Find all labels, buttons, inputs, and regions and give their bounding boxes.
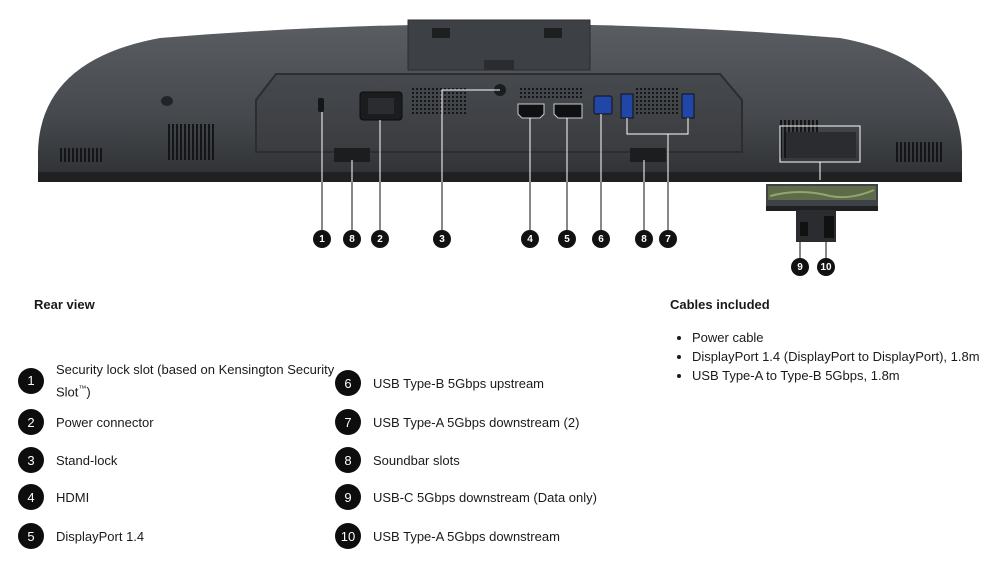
legend-label: USB Type-B 5Gbps upstream bbox=[373, 375, 545, 391]
legend-number: 2 bbox=[18, 409, 44, 435]
legend-item-8: 8 Soundbar slots bbox=[335, 447, 460, 473]
legend-number: 8 bbox=[335, 447, 361, 473]
marker-9: 9 bbox=[791, 258, 809, 276]
side-usb-a-port bbox=[824, 216, 834, 238]
bottom-edge bbox=[38, 172, 962, 182]
legend-label: Power connector bbox=[56, 414, 154, 430]
legend-label: Soundbar slots bbox=[373, 452, 460, 468]
soundbar-slot-right bbox=[630, 148, 666, 162]
side-usb-cover bbox=[786, 132, 856, 158]
legend-item-1: 1 Security lock slot (based on Kensingto… bbox=[18, 360, 334, 401]
legend-number: 10 bbox=[335, 523, 361, 549]
legend-label: USB Type-A 5Gbps downstream (2) bbox=[373, 414, 580, 430]
marker-3: 3 bbox=[433, 230, 451, 248]
marker-2: 2 bbox=[371, 230, 389, 248]
monitor-illustration bbox=[38, 19, 962, 260]
legend-item-9: 9 USB-C 5Gbps downstream (Data only) bbox=[335, 484, 597, 510]
displayport-port bbox=[553, 103, 583, 119]
legend-item-3: 3 Stand-lock bbox=[18, 447, 117, 473]
legend-number: 5 bbox=[18, 523, 44, 549]
marker-5: 5 bbox=[558, 230, 576, 248]
legend-number: 7 bbox=[335, 409, 361, 435]
legend-item-5: 5 DisplayPort 1.4 bbox=[18, 523, 144, 549]
usb-a-port-2 bbox=[681, 93, 695, 119]
legend-label: USB-C 5Gbps downstream (Data only) bbox=[373, 489, 597, 505]
marker-8-left: 8 bbox=[343, 230, 361, 248]
cable-item: DisplayPort 1.4 (DisplayPort to DisplayP… bbox=[692, 347, 980, 366]
vent-left-outer bbox=[58, 148, 102, 162]
legend-label: Security lock slot (based on Kensington … bbox=[56, 362, 335, 400]
marker-1: 1 bbox=[313, 230, 331, 248]
cables-title: Cables included bbox=[670, 297, 770, 312]
legend-number: 9 bbox=[335, 484, 361, 510]
legend-label: DisplayPort 1.4 bbox=[56, 528, 145, 544]
legend-label: HDMI bbox=[56, 489, 90, 505]
legend-number: 4 bbox=[18, 484, 44, 510]
cable-item: USB Type-A to Type-B 5Gbps, 1.8m bbox=[692, 366, 980, 385]
side-port-inset bbox=[766, 184, 878, 242]
legend-number: 1 bbox=[18, 367, 44, 394]
cable-item: Power cable bbox=[692, 328, 980, 347]
soundbar-slot-left bbox=[334, 148, 370, 162]
legend-item-4: 4 HDMI bbox=[18, 484, 89, 510]
legend-number: 3 bbox=[18, 447, 44, 473]
side-usb-c-port bbox=[800, 222, 808, 236]
usb-b-port bbox=[593, 95, 613, 115]
usb-a-port-1 bbox=[620, 93, 634, 119]
legend-number: 6 bbox=[335, 370, 361, 396]
monitor-rear-diagram: 1 8 2 3 4 5 6 8 7 9 10 bbox=[38, 19, 962, 276]
legend-item-10: 10 USB Type-A 5Gbps downstream bbox=[335, 523, 560, 549]
hdmi-port bbox=[517, 103, 545, 119]
legend-label: Stand-lock bbox=[56, 452, 118, 468]
legend-item-6: 6 USB Type-B 5Gbps upstream bbox=[335, 370, 544, 396]
vent-left-inner bbox=[166, 124, 214, 160]
marker-6: 6 bbox=[592, 230, 610, 248]
joystick bbox=[161, 96, 173, 106]
marker-7: 7 bbox=[659, 230, 677, 248]
vent-right-outer bbox=[896, 142, 942, 162]
marker-4: 4 bbox=[521, 230, 539, 248]
legend-label: USB Type-A 5Gbps downstream bbox=[373, 528, 560, 544]
legend-item-2: 2 Power connector bbox=[18, 409, 154, 435]
rear-view-title: Rear view bbox=[34, 297, 95, 312]
marker-8-right: 8 bbox=[635, 230, 653, 248]
security-slot bbox=[318, 98, 324, 112]
legend-item-7: 7 USB Type-A 5Gbps downstream (2) bbox=[335, 409, 579, 435]
cables-list: Power cable DisplayPort 1.4 (DisplayPort… bbox=[678, 328, 980, 385]
marker-10: 10 bbox=[817, 258, 835, 276]
